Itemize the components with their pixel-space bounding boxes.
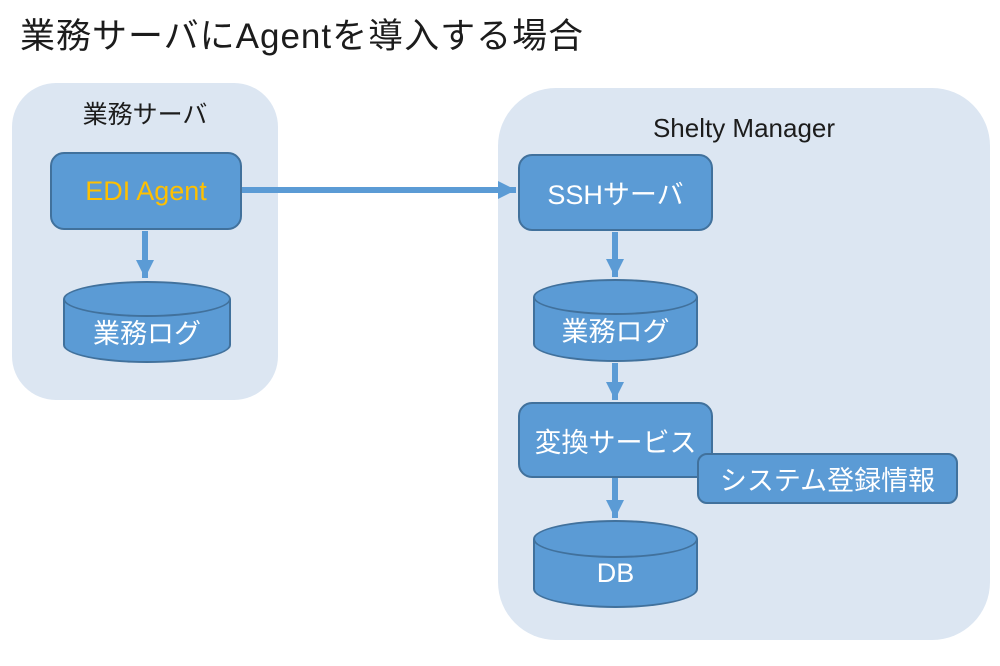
node-system-registration-info-label: システム登録情報	[719, 466, 936, 496]
page-title: 業務サーバにAgentを導入する場合	[20, 17, 585, 56]
node-edi-agent-label: EDI Agent	[85, 175, 207, 206]
cylinder-business-log-right-label: 業務ログ	[561, 317, 670, 347]
node-ssh-server-label: SSHサーバ	[547, 180, 684, 210]
node-conversion-service: 変換サービス	[518, 402, 713, 478]
cylinder-db-label: DB	[596, 558, 635, 588]
container-shelty-manager-label: Shelty Manager	[652, 113, 836, 143]
node-ssh-server: SSHサーバ	[518, 154, 713, 231]
cylinder-business-log-right: 業務ログ	[533, 279, 698, 362]
cylinder-business-log-left: 業務ログ	[63, 281, 231, 363]
node-edi-agent: EDI Agent	[50, 152, 242, 230]
cylinder-top	[533, 279, 698, 315]
node-conversion-service-label: 変換サービス	[534, 427, 697, 458]
cylinder-top	[63, 281, 231, 317]
container-business-server-label: 業務サーバ	[82, 101, 208, 129]
node-system-registration-info: システム登録情報	[697, 453, 958, 504]
cylinder-db: DB	[533, 520, 698, 608]
cylinder-top	[533, 520, 698, 558]
cylinder-business-log-left-label: 業務ログ	[93, 318, 201, 349]
